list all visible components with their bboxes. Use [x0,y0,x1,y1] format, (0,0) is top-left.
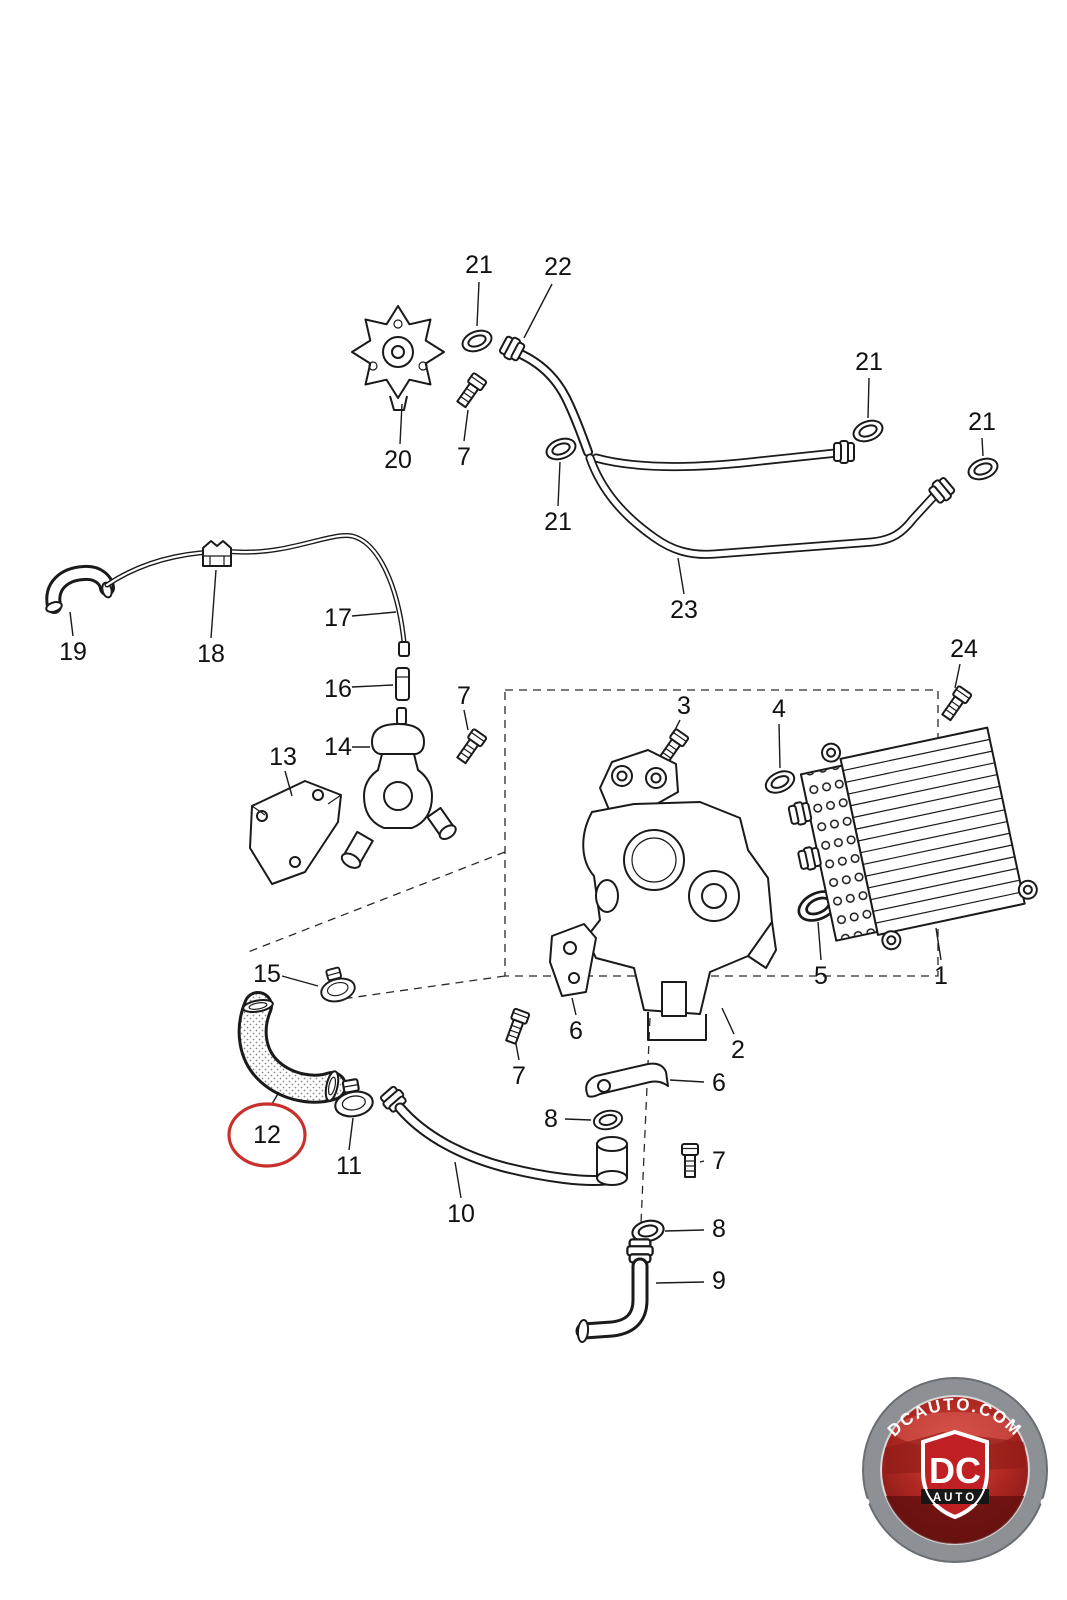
leader-line-5 [817,921,822,961]
callout-20: 20 [384,446,412,474]
callout-18: 18 [197,640,225,668]
part-10-pipe [377,1083,628,1186]
leader-line-23 [677,557,685,595]
part-19-hose [45,564,115,614]
dcauto-logo: DCAUTO.COM DC AUTO [862,1377,1048,1563]
leader-line-7 [463,709,469,731]
callout-12: 12 [253,1121,281,1149]
leader-line-17 [351,611,397,617]
callout-7: 7 [712,1147,726,1175]
leader-line-21 [557,461,561,507]
callout-17: 17 [324,604,352,632]
part-22-pipe [497,333,593,457]
callout-16: 16 [324,675,352,703]
leader-line-16 [351,684,394,688]
part-6-bracket-lower [585,1062,669,1098]
leader-line-20 [399,403,403,445]
part-13-bracket [249,780,342,885]
leader-line-18 [210,569,217,639]
part-9-elbow-fitting [575,1238,654,1343]
leader-line-8 [664,1229,705,1232]
leader-line-21 [867,377,870,419]
callout-2: 2 [731,1036,745,1064]
callout-7: 7 [457,682,471,710]
leader-line-22 [523,283,553,339]
callout-10: 10 [447,1200,475,1228]
leader-line-19 [69,611,74,637]
part-12-hose [237,991,347,1104]
logo-monogram: DC [929,1450,981,1491]
callout-13: 13 [269,743,297,771]
leader-line-12 [271,1091,280,1105]
part-7-bolt-lower [681,1143,699,1178]
callout-8: 8 [544,1105,558,1133]
part-16-sleeve [395,667,410,701]
callout-21: 21 [968,408,996,436]
logo-right-dot [1040,1498,1048,1506]
leader-line-7 [515,1043,520,1061]
leader-line-21 [476,281,480,327]
callout-24: 24 [950,635,978,663]
callout-21: 21 [544,508,572,536]
callout-21: 21 [855,348,883,376]
callout-11: 11 [336,1152,362,1180]
callout-23: 23 [670,596,698,624]
callout-6: 6 [569,1017,583,1045]
callout-7: 7 [512,1062,526,1090]
callout-19: 19 [59,638,87,666]
part-23-pipes [585,440,958,559]
callout-5: 5 [814,962,828,990]
callout-22: 22 [544,253,572,281]
part-6-bracket-upper [549,923,597,997]
callout-15: 15 [253,960,281,988]
callout-8: 8 [712,1215,726,1243]
leader-line-24 [954,663,961,689]
leader-line-10 [454,1161,462,1199]
callout-6: 6 [712,1069,726,1097]
callout-21: 21 [465,251,493,279]
leader-line-7 [463,409,469,442]
leader-line-7 [699,1160,705,1163]
leader-line-11 [348,1117,354,1151]
logo-band [921,1489,989,1504]
leader-line-1 [935,927,942,961]
leader-line-4 [778,723,781,769]
leader-line-9 [655,1281,705,1284]
callout-14: 14 [324,733,352,761]
leader-line-2 [721,1007,735,1035]
leader-line-6 [571,997,577,1016]
part-17-tube [104,533,410,657]
leader-line-3 [672,719,681,735]
part-1-oil-cooler [786,726,1038,951]
leader-line-8 [564,1118,592,1121]
highlight-ellipse-part-12 [227,1102,307,1168]
leader-line-13 [284,770,293,797]
logo-word: AUTO [933,1492,977,1504]
callout-3: 3 [677,692,691,720]
part-14-vacuum-valve [340,707,457,869]
part-18-clip [202,540,232,567]
logo-left-dot [862,1498,870,1506]
callout-4: 4 [772,695,786,723]
callout-7: 7 [457,443,471,471]
part-20-star-flange [351,305,445,411]
leader-line-21 [981,437,984,457]
callout-9: 9 [712,1267,726,1295]
dashed-construction-lines [247,689,939,1247]
callout-1: 1 [934,962,948,990]
leader-line-15 [281,975,319,987]
leader-line-6 [669,1079,705,1083]
